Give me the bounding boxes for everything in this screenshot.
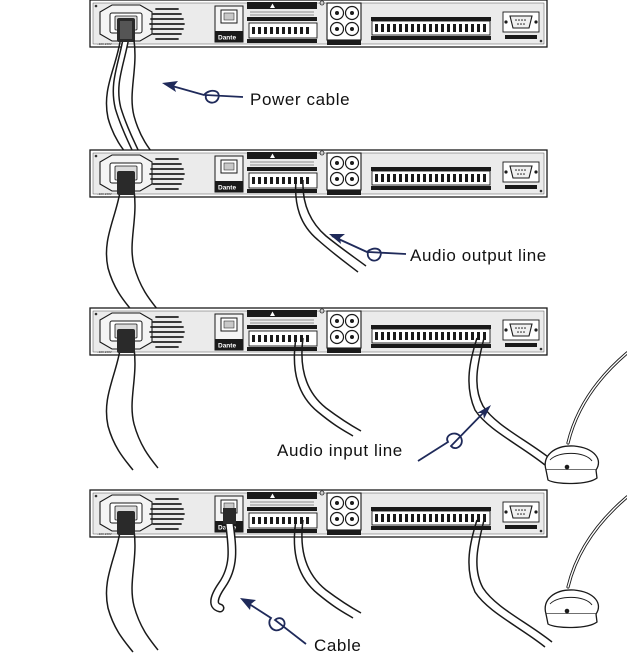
power-cable-arrow xyxy=(162,81,244,104)
network-cable-label: Cable xyxy=(314,636,361,653)
power-cable-label: Power cable xyxy=(250,90,350,109)
audio-output-label: Audio output line xyxy=(410,246,547,265)
audio-output-arrow xyxy=(329,234,407,262)
step-3-audio-input: Audio input line xyxy=(89,307,627,486)
step-2-audio-output: Audio output line xyxy=(89,149,548,313)
step-4-network-cable: Cable xyxy=(89,489,627,653)
audio-input-arrow xyxy=(417,405,491,462)
network-cable-arrow xyxy=(240,598,307,645)
step-1-power-cable: Power cable xyxy=(89,0,548,163)
audio-input-label: Audio input line xyxy=(277,441,403,460)
